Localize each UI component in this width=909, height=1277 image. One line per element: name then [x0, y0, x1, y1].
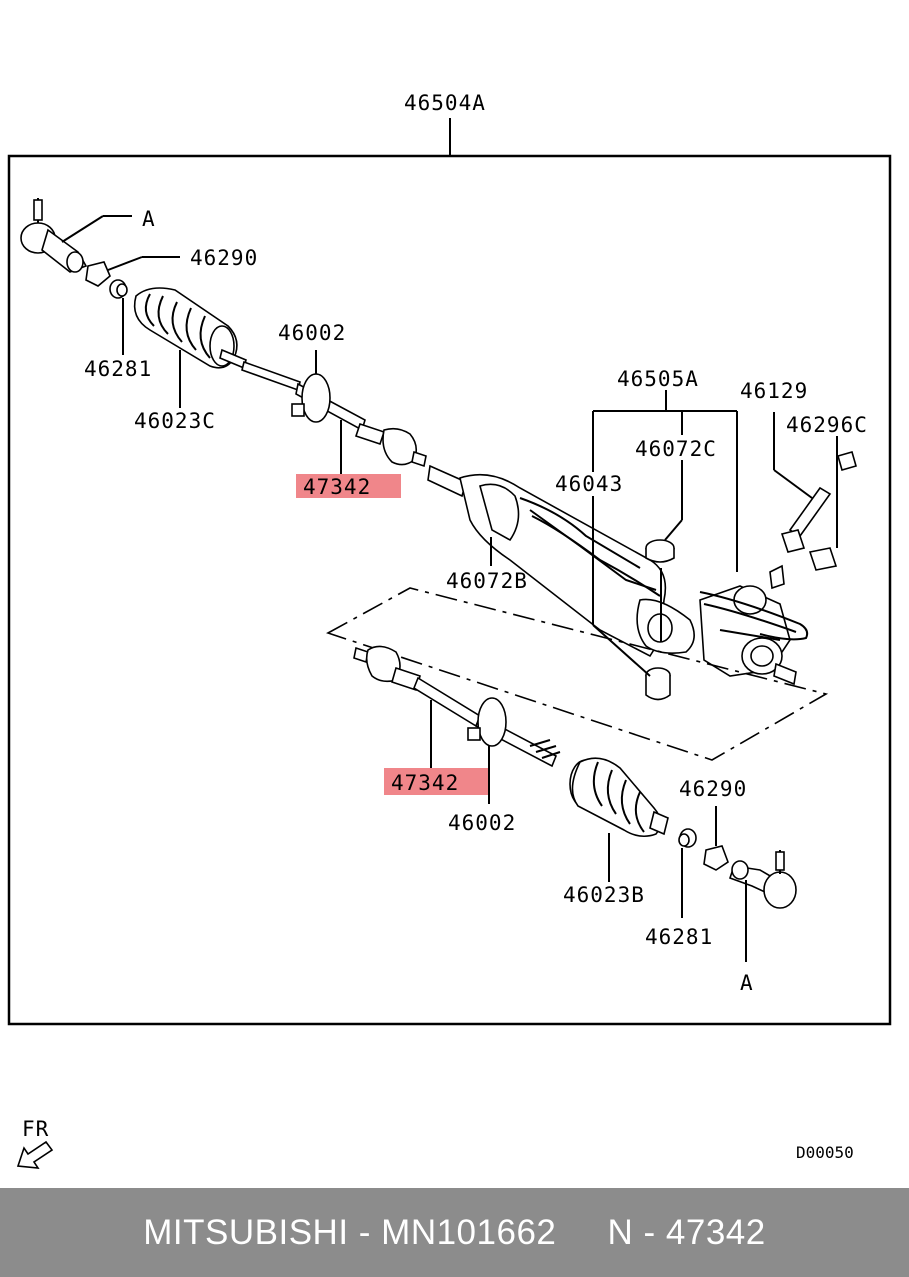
front-arrow-icon: [16, 1140, 54, 1169]
nut-46290-top[interactable]: [85, 261, 111, 287]
label-46290-top: 46290: [190, 246, 258, 270]
label-46023C: 46023C: [134, 409, 216, 433]
label-a-bottom: A: [740, 971, 754, 995]
front-indicator-label: FR: [22, 1117, 49, 1141]
label-46072C: 46072C: [635, 437, 717, 461]
part-info-footer: MITSUBISHI - MN101662 N - 47342: [0, 1188, 909, 1277]
parts-diagram: 46504A A 46290 46281 46023C: [7, 91, 892, 1169]
part-info-text: MITSUBISHI - MN101662 N - 47342: [143, 1212, 766, 1252]
label-46281-top: 46281: [84, 357, 152, 381]
clip-46281-top[interactable]: [109, 279, 128, 299]
highlight-47342-top: [296, 474, 401, 498]
label-46290-bottom: 46290: [679, 777, 747, 801]
lock-plate-46002-bottom[interactable]: [467, 697, 507, 747]
label-46023B: 46023B: [563, 883, 645, 907]
inner-tie-rod-top[interactable]: [219, 348, 427, 468]
label-46129: 46129: [740, 379, 808, 403]
mount-bushing-46072C[interactable]: [645, 539, 675, 563]
label-46296C: 46296C: [786, 413, 868, 437]
valve-46129[interactable]: [780, 486, 832, 553]
nut-46290-bottom[interactable]: [703, 845, 729, 871]
tie-rod-end-left[interactable]: [20, 198, 88, 273]
boot-46023B[interactable]: [569, 757, 669, 838]
label-46072B: 46072B: [446, 569, 528, 593]
label-47342-top: 47342: [303, 475, 371, 499]
label-46281-bottom: 46281: [645, 925, 713, 949]
label-46002-bottom: 46002: [448, 811, 516, 835]
label-46505A: 46505A: [617, 367, 699, 391]
tie-rod-end-right[interactable]: [728, 850, 797, 909]
label-47342-bottom: 47342: [391, 771, 459, 795]
clip-46281-bottom[interactable]: [678, 828, 697, 848]
mount-bushing-46043[interactable]: [645, 667, 671, 701]
label-46043: 46043: [555, 472, 623, 496]
steering-gear-housing[interactable]: [427, 464, 809, 686]
highlight-47342-bottom: [384, 768, 489, 795]
exploded-view-boundary: [326, 587, 829, 761]
assembly-label: 46504A: [404, 91, 486, 115]
bolt-46296C[interactable]: [808, 451, 857, 571]
diagram-code: D00050: [796, 1143, 854, 1162]
inner-tie-rod-bottom[interactable]: [353, 645, 561, 768]
label-a-top: A: [142, 207, 156, 231]
label-46002-top: 46002: [278, 321, 346, 345]
